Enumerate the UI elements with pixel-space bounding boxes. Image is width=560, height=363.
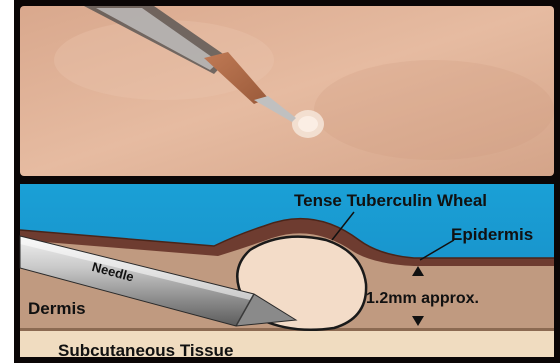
subcutaneous-label: Subcutaneous Tissue [58,342,233,359]
intradermal-injection-diagram: Tense Tuberculin Wheal Epidermis Needle … [14,0,560,363]
wheal-bump [292,110,324,138]
depth-label: 1.2mm approx. [366,291,479,307]
skin-photo-panel [20,6,554,176]
epidermis-label: Epidermis [451,226,533,243]
wheal-label: Tense Tuberculin Wheal [294,192,487,209]
dermis-label: Dermis [28,300,86,317]
